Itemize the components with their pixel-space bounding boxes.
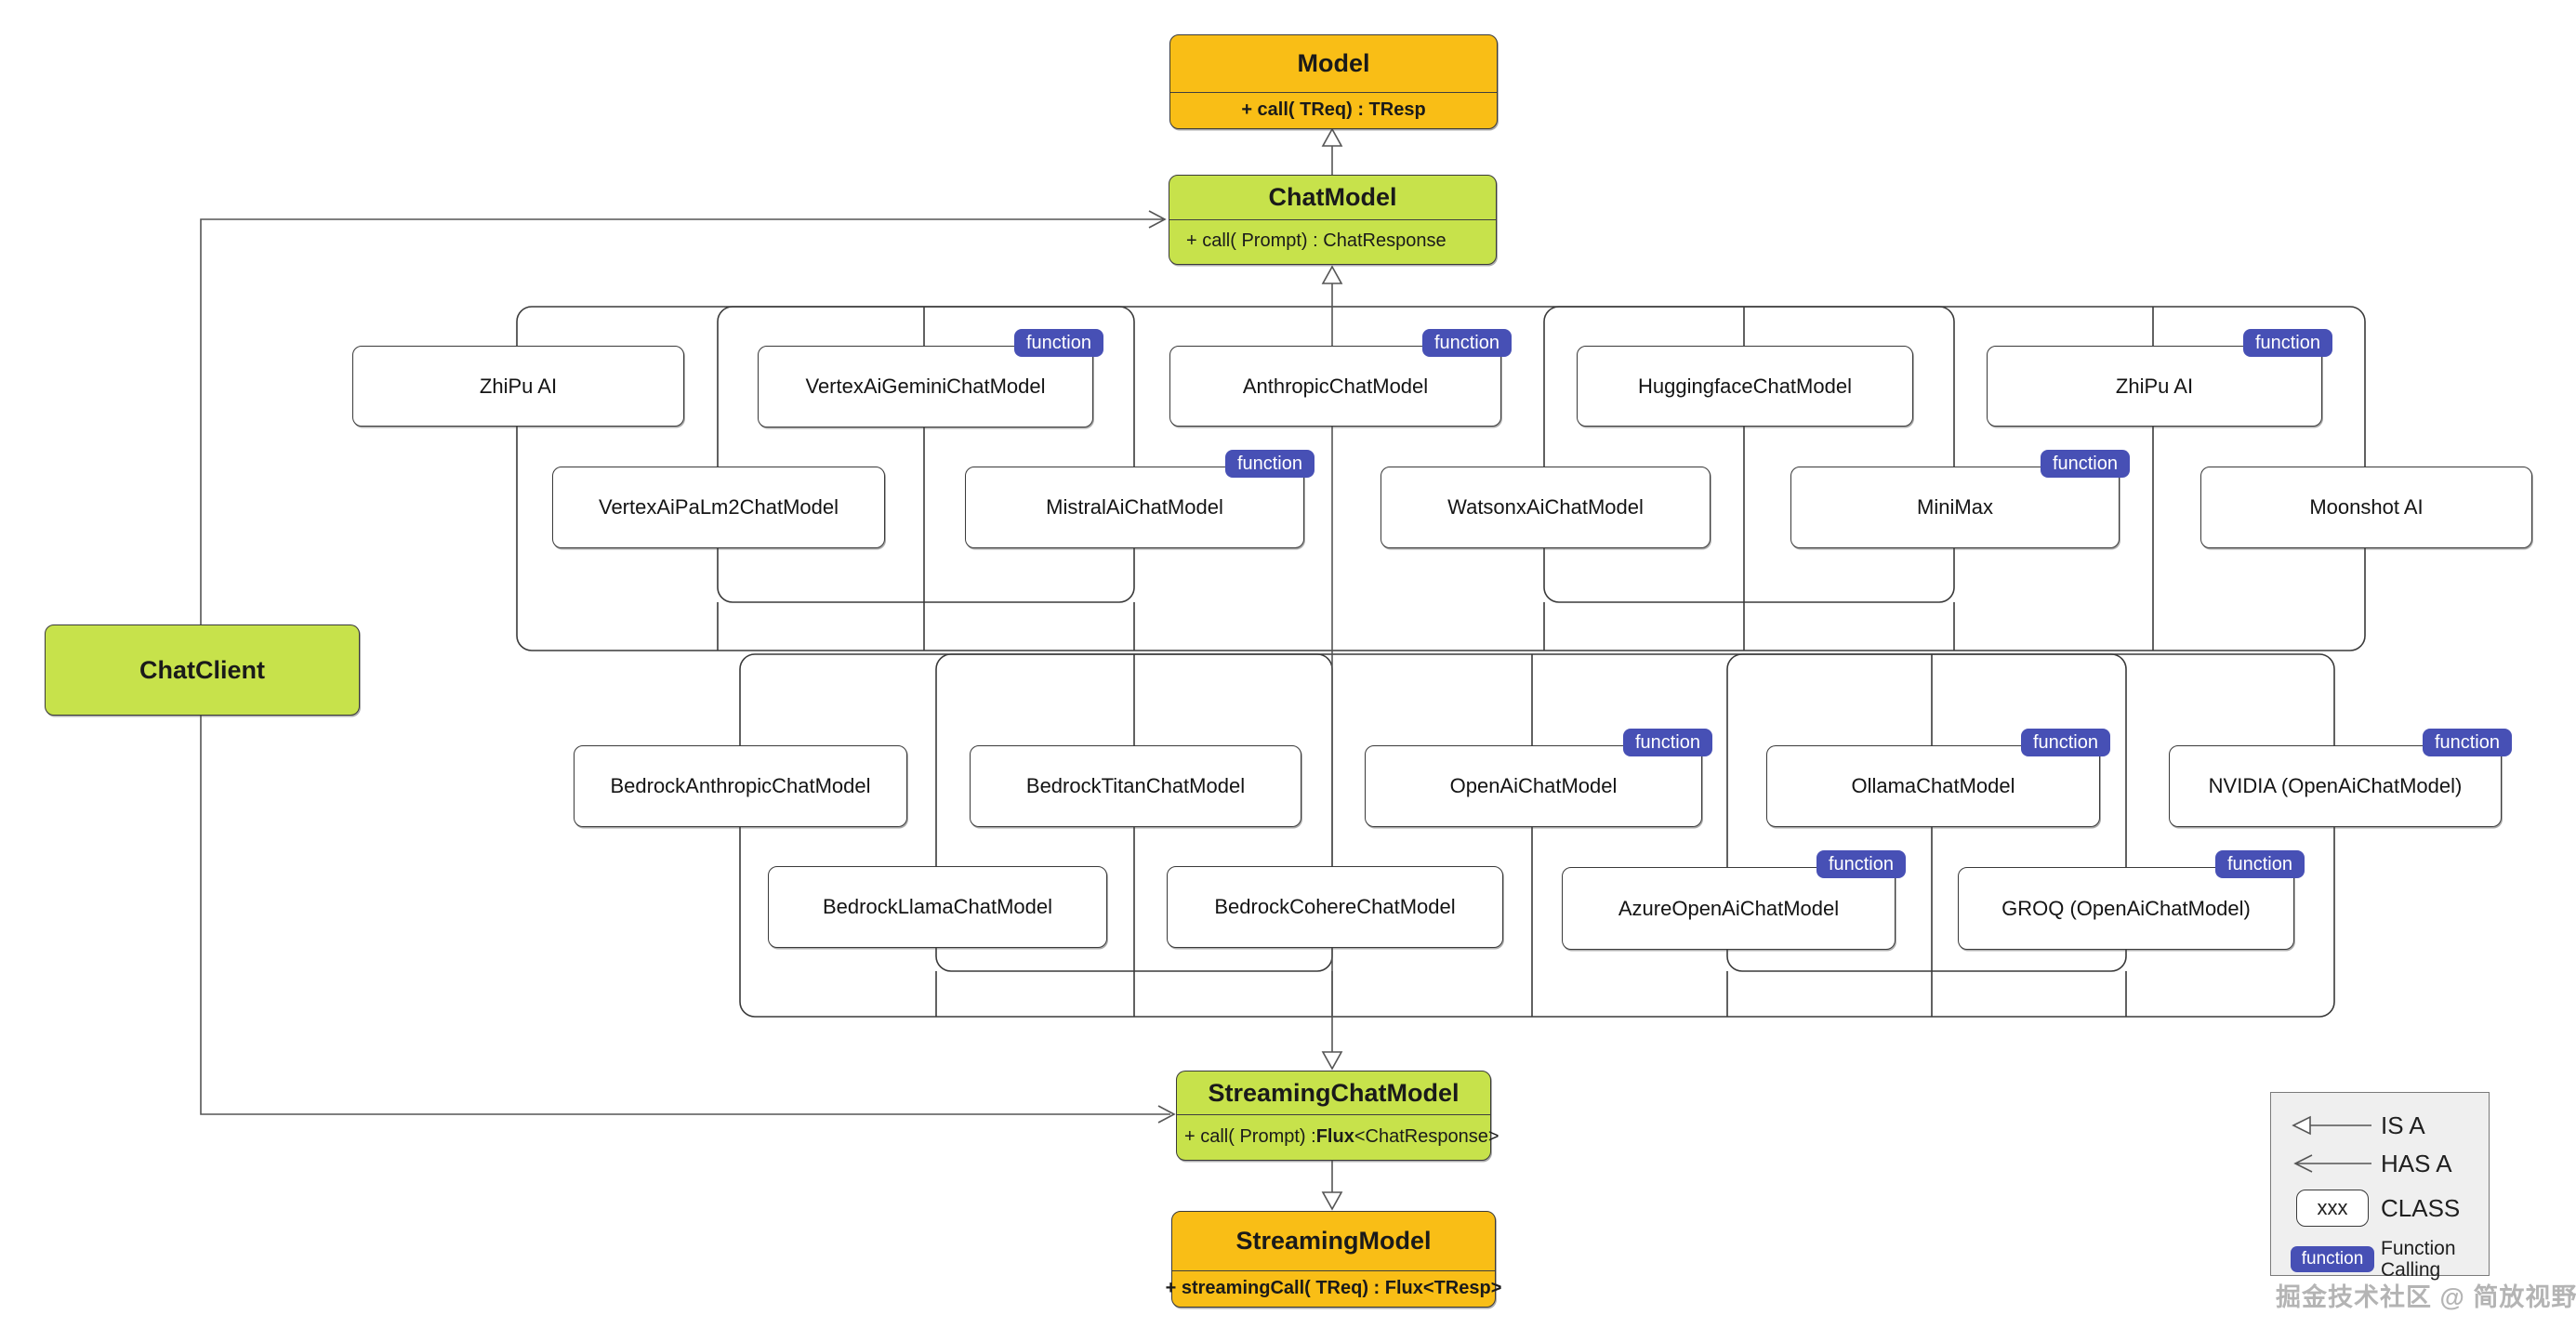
method-segment: + call( TReq) : TResp: [1241, 99, 1426, 120]
function-badge: function: [1013, 329, 1103, 357]
class-node-bedrock-llama: BedrockLlamaChatModel: [768, 866, 1107, 948]
chatmodel-method: + call( Prompt) : ChatResponse: [1169, 219, 1496, 262]
class-node-vertexai-gemini: VertexAiGeminiChatModel function: [758, 329, 1103, 427]
class-node-streamingmodel: StreamingModel + streamingCall( TReq) : …: [1166, 1211, 1501, 1308]
class-node-label: VertexAiGeminiChatModel: [805, 375, 1046, 398]
legend-row-function: function Function Calling: [2284, 1234, 2489, 1284]
class-node-label: BedrockAnthropicChatModel: [610, 774, 871, 797]
class-node-label: BedrockCohereChatModel: [1214, 895, 1456, 918]
legend-class-label: CLASS: [2381, 1193, 2461, 1222]
class-node-label: VertexAiPaLm2ChatModel: [598, 495, 839, 519]
streamingmodel-method: + streamingCall( TReq) : Flux<TResp>: [1166, 1270, 1501, 1305]
legend: IS A HAS A xxx CLASS function Function C…: [2270, 1092, 2490, 1281]
class-node-streamingchatmodel: StreamingChatModel + call( Prompt) : Flu…: [1176, 1071, 1499, 1161]
function-badge: function: [1622, 729, 1712, 756]
class-node-bedrock-titan: BedrockTitanChatModel: [970, 745, 1301, 827]
is-a-arrowheads: [1321, 127, 1343, 1211]
class-node-huggingface: HuggingfaceChatModel: [1577, 346, 1913, 427]
legend-row-class: xxx CLASS: [2284, 1182, 2489, 1234]
class-node-minimax: MiniMax function: [1790, 450, 2130, 548]
function-badge: function: [2242, 329, 2332, 357]
legend-is-a-label: IS A: [2381, 1111, 2425, 1139]
class-node-groq: GROQ (OpenAiChatModel) function: [1958, 850, 2305, 950]
class-node-label: NVIDIA (OpenAiChatModel): [2208, 774, 2463, 797]
method-segment: <ChatResponse>: [1354, 1125, 1499, 1147]
class-node-label: AzureOpenAiChatModel: [1618, 896, 1840, 920]
function-badge: function: [2020, 729, 2110, 756]
class-node-label: BedrockLlamaChatModel: [822, 895, 1053, 918]
has-a-arrow-icon: [2284, 1152, 2381, 1175]
method-segment: + streamingCall( TReq) : Flux<TResp>: [1165, 1277, 1502, 1298]
class-node-label: MiniMax: [1917, 495, 1993, 519]
class-node-label: OpenAiChatModel: [1449, 774, 1618, 797]
streamingmodel-title: StreamingModel: [1235, 1227, 1432, 1255]
class-node-bedrock-cohere: BedrockCohereChatModel: [1167, 866, 1503, 948]
legend-class-sample: xxx: [2296, 1190, 2369, 1227]
function-badge: function: [1816, 850, 1906, 878]
class-node-label: ZhiPu AI: [2115, 374, 2194, 398]
class-node-chatclient: ChatClient: [45, 624, 360, 716]
streamingchatmodel-title: StreamingChatModel: [1208, 1078, 1460, 1107]
class-node-vertexai-palm2: VertexAiPaLm2ChatModel: [552, 467, 885, 548]
legend-row-is-a: IS A: [2284, 1106, 2489, 1145]
class-node-label: MistralAiChatModel: [1046, 495, 1223, 519]
model-title: Model: [1297, 49, 1370, 77]
class-node-bedrock-anthropic: BedrockAnthropicChatModel: [574, 745, 907, 827]
class-node-label: HuggingfaceChatModel: [1638, 374, 1852, 398]
class-node-anthropic: AnthropicChatModel function: [1169, 329, 1512, 427]
class-node-chatmodel: ChatModel + call( Prompt) : ChatResponse: [1169, 175, 1497, 265]
class-node-moonshot: Moonshot AI: [2200, 467, 2532, 548]
legend-has-a-label: HAS A: [2381, 1149, 2452, 1177]
legend-row-has-a: HAS A: [2284, 1145, 2489, 1182]
class-node-azure-openai: AzureOpenAiChatModel function: [1562, 850, 1906, 950]
function-badge: function: [1224, 450, 1314, 478]
class-node-label: ZhiPu AI: [479, 374, 558, 398]
method-segment: + call( Prompt) :: [1184, 1125, 1316, 1147]
function-badge: function: [1421, 329, 1512, 357]
model-method: + call( TReq) : TResp: [1170, 92, 1497, 126]
function-badge: function: [2422, 729, 2512, 756]
class-node-watsonx: WatsonxAiChatModel: [1380, 467, 1711, 548]
is-a-arrow-icon: [2284, 1114, 2381, 1137]
has-a-arrowheads: [1148, 210, 1176, 1124]
spine-lines: [200, 146, 1333, 1192]
chatclient-title: ChatClient: [139, 655, 265, 684]
class-node-zhipu-right: ZhiPu AI function: [1987, 329, 2332, 427]
class-node-label: GROQ (OpenAiChatModel): [2001, 896, 2251, 920]
class-node-label: BedrockTitanChatModel: [1025, 774, 1246, 797]
chatmodel-title: ChatModel: [1268, 183, 1397, 211]
function-badge: function: [2040, 450, 2130, 478]
function-badge-icon: function: [2284, 1246, 2381, 1272]
class-box-icon: xxx: [2284, 1190, 2381, 1227]
class-node-zhipu-left: ZhiPu AI: [352, 346, 684, 427]
class-node-label: OllamaChatModel: [1851, 774, 2015, 797]
watermark: 掘金技术社区 @ 简放视野: [2276, 1283, 2576, 1311]
legend-function-calling-label: Function Calling: [2381, 1238, 2456, 1281]
streamingchatmodel-method: + call( Prompt) : Flux<ChatResponse>: [1177, 1114, 1499, 1158]
class-node-nvidia: NVIDIA (OpenAiChatModel) function: [2169, 729, 2512, 827]
class-node-label: AnthropicChatModel: [1242, 374, 1429, 398]
method-segment: + call( Prompt) : ChatResponse: [1186, 230, 1447, 251]
class-node-model: Model + call( TReq) : TResp: [1169, 34, 1498, 129]
function-badge: function: [2214, 850, 2305, 878]
legend-function-badge: function: [2290, 1246, 2375, 1272]
method-segment: Flux: [1315, 1125, 1354, 1147]
class-node-label: WatsonxAiChatModel: [1447, 495, 1644, 519]
class-node-label: Moonshot AI: [2309, 495, 2424, 519]
